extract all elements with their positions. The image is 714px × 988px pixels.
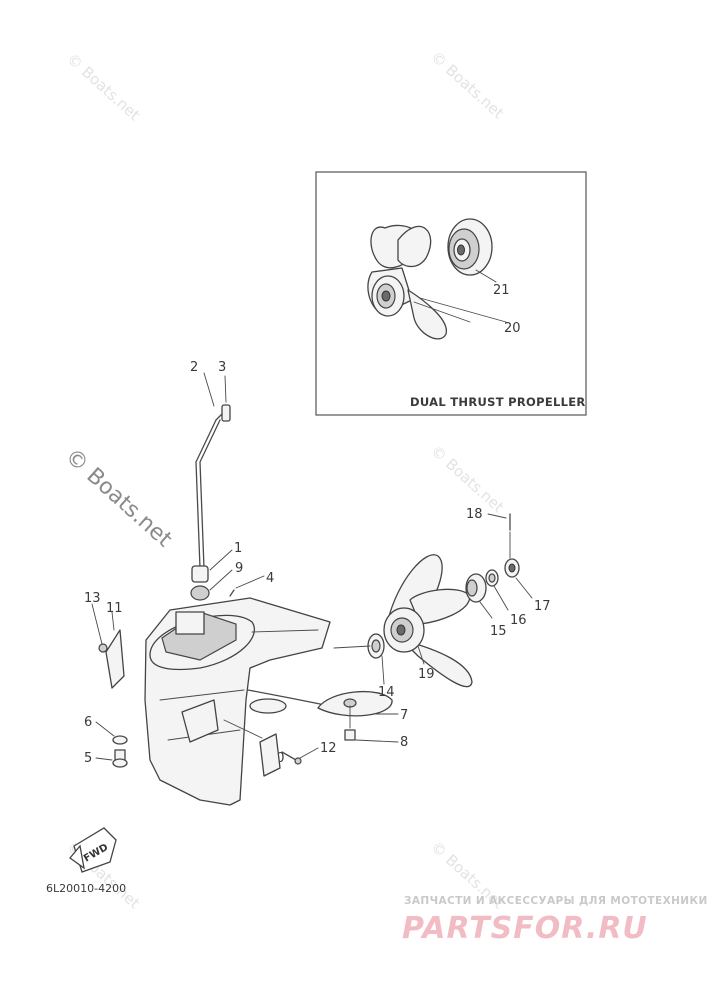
callout-6: 6	[84, 715, 92, 730]
brand-tagline: ЗАПЧАСТИ И АКСЕССУАРЫ ДЛЯ МОТОТЕХНИКИ	[404, 895, 708, 907]
callout-14: 14	[378, 685, 395, 700]
anode-part	[181, 699, 219, 743]
callout-11: 11	[106, 601, 123, 616]
brand-logo: ЗАПЧАСТИ И АКСЕССУАРЫ ДЛЯ МОТОТЕХНИКИ PA…	[402, 895, 708, 946]
inset-dual-thrust: 21 20 DUAL THRUST PROPELLER	[315, 171, 587, 416]
thrust-hub-part	[447, 218, 493, 276]
callout-1: 1	[234, 541, 242, 556]
watermark-large: © Boats.net	[60, 444, 177, 553]
diagram-code: 6L20010-4200	[46, 882, 126, 895]
propeller-hardware: 18 15 16 17	[465, 507, 551, 639]
trim-bolt-part	[344, 729, 356, 741]
fwd-indicator: FWD	[69, 827, 117, 873]
callout-15: 15	[490, 624, 507, 639]
clip-part	[221, 404, 231, 422]
anode-plate-assembly: 12	[259, 733, 337, 777]
callout-7: 7	[400, 708, 408, 723]
washer-part	[112, 735, 128, 745]
trim-tab-assembly: 7 8	[317, 690, 408, 750]
callout-16: 16	[510, 613, 527, 628]
thrust-washer-assembly: 14	[333, 633, 395, 700]
callout-3: 3	[218, 360, 226, 375]
callout-5: 5	[84, 751, 92, 766]
bushing-part	[190, 585, 210, 601]
watermark-mid-right: © Boats.net	[427, 442, 507, 517]
callout-21: 21	[493, 283, 510, 298]
callout-19: 19	[418, 667, 435, 682]
callout-9: 9	[235, 561, 243, 576]
dual-thrust-propeller-part	[367, 224, 447, 340]
brand-name: PARTSFOR.RU	[402, 911, 648, 946]
callout-12: 12	[320, 741, 337, 756]
shift-rod-assembly: 2 3 1 9 4	[190, 360, 274, 601]
lower-case-part: 10	[144, 597, 331, 806]
watermark-top-left: © Boats.net	[63, 50, 143, 125]
cover-part	[105, 629, 125, 689]
callout-2: 2	[190, 360, 198, 375]
water-pump-housing	[175, 611, 205, 635]
callout-8: 8	[400, 735, 408, 750]
callout-4: 4	[266, 571, 274, 586]
inset-frame	[315, 171, 587, 416]
watermarks: © Boats.net © Boats.net © Boats.net © Bo…	[60, 48, 507, 913]
callout-20: 20	[504, 321, 521, 336]
propeller-part: 19	[383, 554, 473, 688]
arrow-icon	[69, 844, 85, 870]
callout-13: 13	[84, 591, 101, 606]
bottom-fastener-assembly: 6 5	[84, 715, 128, 768]
callout-17: 17	[534, 599, 551, 614]
inset-title: DUAL THRUST PROPELLER	[410, 395, 586, 409]
grommet-part	[191, 565, 209, 583]
callout-18: 18	[466, 507, 483, 522]
watermark-top-right: © Boats.net	[427, 48, 507, 123]
left-cover-assembly: 13 11	[84, 591, 125, 689]
